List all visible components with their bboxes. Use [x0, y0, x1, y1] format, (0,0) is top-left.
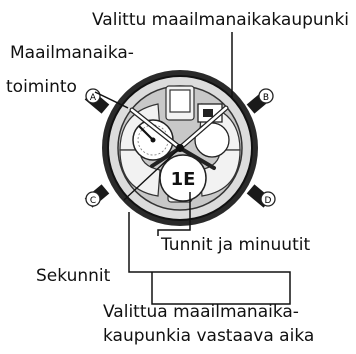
leader-city-time [152, 272, 290, 304]
label-world-time-function-line1: Maailmanaika- [10, 43, 134, 63]
label-city-time-line1: Valittua maailmanaika- [103, 302, 299, 322]
lower-subdial: 1E [160, 155, 206, 201]
svg-text:A: A [90, 93, 97, 103]
label-world-time-function-line2: toiminto [6, 77, 77, 97]
svg-text:D: D [265, 196, 272, 206]
svg-text:B: B [263, 93, 269, 103]
label-seconds: Sekunnit [36, 266, 110, 286]
label-selected-city: Valittu maailmanaikakaupunki [92, 10, 349, 30]
svg-text:1E: 1E [171, 169, 196, 190]
button-c: C [85, 184, 110, 207]
label-city-time-line2: kaupunkia vastaava aika [103, 326, 314, 346]
leader-seconds [129, 212, 152, 272]
button-d: D [247, 184, 275, 207]
button-b: B [247, 89, 273, 114]
svg-text:C: C [90, 196, 96, 206]
label-hours-minutes: Tunnit ja minuutit [161, 235, 310, 255]
